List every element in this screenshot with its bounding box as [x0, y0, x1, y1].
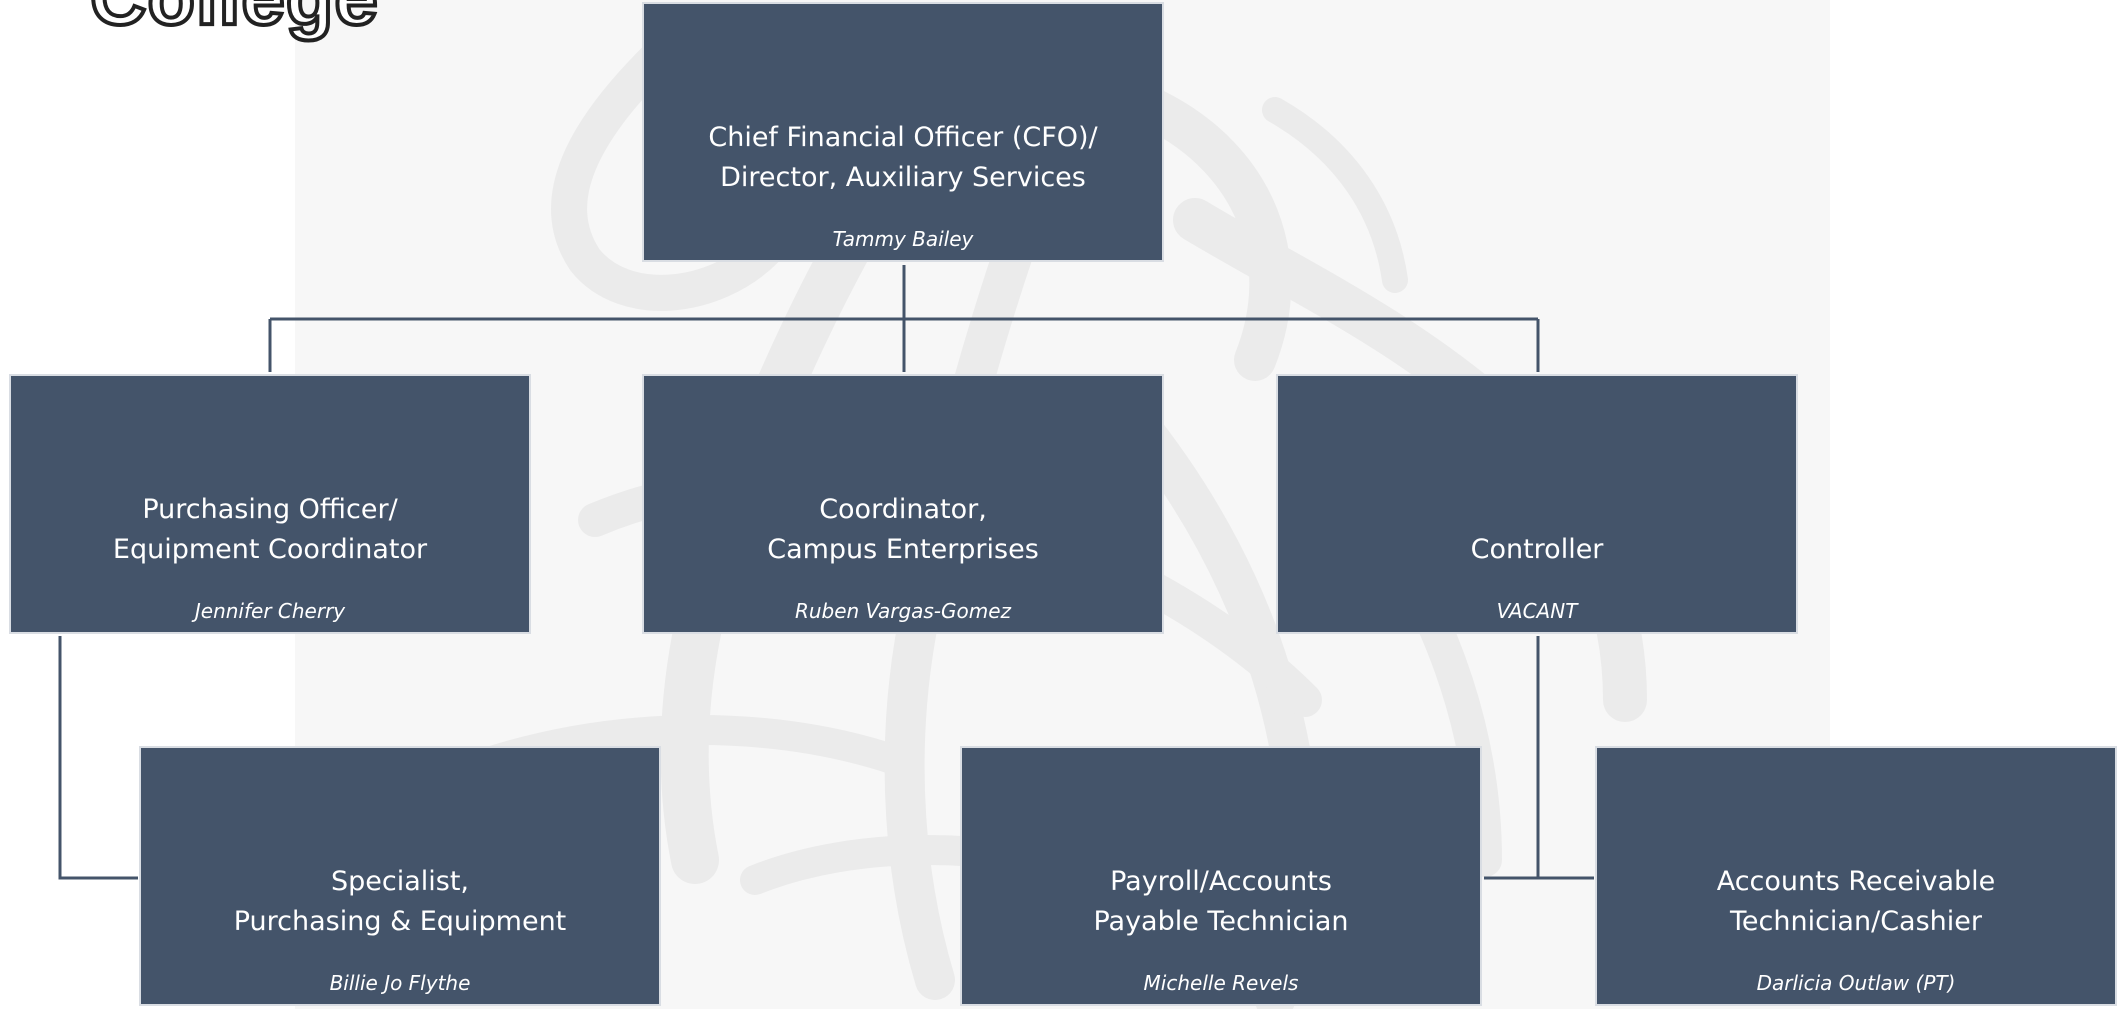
connector-purchasing-to-specialist — [58, 636, 138, 880]
position-title: Payroll/Accounts Payable Technician — [1093, 866, 1349, 937]
box-campus-enterprises: Coordinator, Campus Enterprises Ruben Va… — [642, 374, 1164, 634]
position-title: Accounts Receivable Technician/Cashier — [1716, 866, 1996, 937]
person-name: Ruben Vargas-Gomez — [794, 599, 1012, 623]
person-name: Darlicia Outlaw (PT) — [1756, 971, 1956, 995]
box-purchasing-officer: Purchasing Officer/ Equipment Coordinato… — [9, 374, 531, 634]
person-name: Jennifer Cherry — [194, 599, 346, 623]
position-title: Specialist, Purchasing & Equipment — [233, 866, 567, 937]
box-purchasing-specialist: Specialist, Purchasing & Equipment Billi… — [139, 746, 661, 1006]
box-payroll-technician: Payroll/Accounts Payable Technician Mich… — [960, 746, 1482, 1006]
position-title: Purchasing Officer/ Equipment Coordinato… — [112, 494, 428, 565]
person-name: Michelle Revels — [1143, 971, 1299, 995]
box-controller: Controller VACANT — [1276, 374, 1798, 634]
position-title: Coordinator, Campus Enterprises — [767, 494, 1039, 565]
college-logo: College — [88, 0, 380, 38]
person-name: Billie Jo Flythe — [329, 971, 471, 995]
box-ar-technician: Accounts Receivable Technician/Cashier D… — [1595, 746, 2117, 1006]
position-title: Controller — [1470, 534, 1604, 565]
person-name: Tammy Bailey — [832, 227, 974, 251]
position-title: Chief Financial Officer (CFO)/ Director,… — [708, 122, 1098, 193]
box-cfo: Chief Financial Officer (CFO)/ Director,… — [642, 2, 1164, 262]
person-name: VACANT — [1496, 599, 1578, 623]
